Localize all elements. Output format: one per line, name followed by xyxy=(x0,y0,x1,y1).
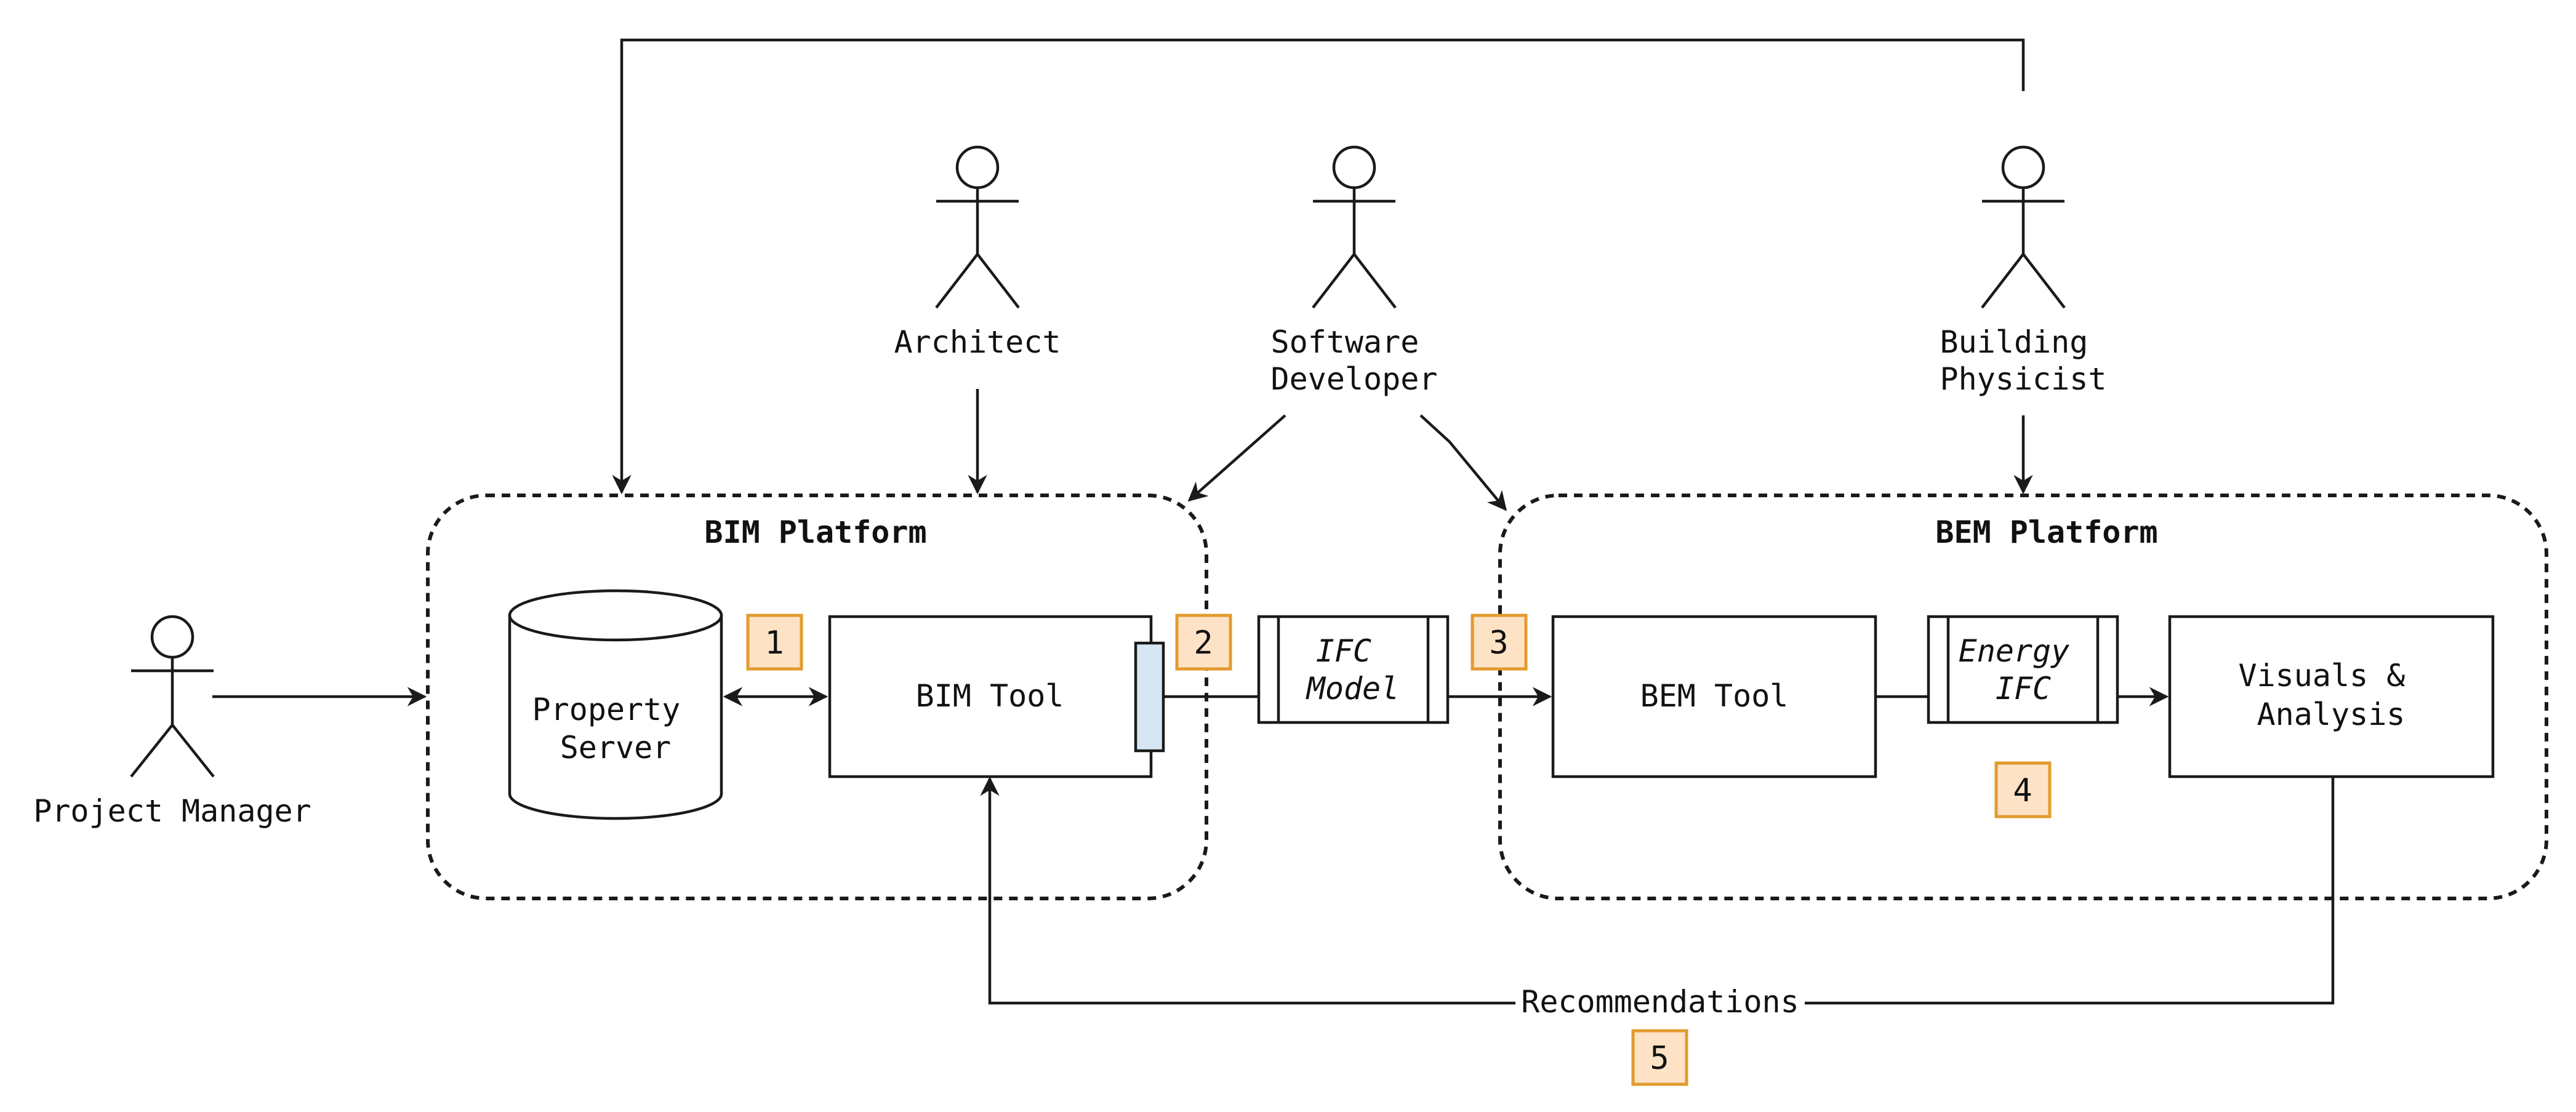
bem-tool-box: BEM Tool xyxy=(1551,615,1877,778)
bim-tool-label: BIM Tool xyxy=(916,678,1064,714)
project-manager-figure xyxy=(130,615,215,778)
property-server-database: Property Server xyxy=(508,589,723,820)
recommendations-label-bg xyxy=(1515,985,1805,1022)
bim-tool-box: BIM Tool xyxy=(828,615,1165,778)
architect-label: Architect xyxy=(894,324,1061,360)
bem-platform: BEM Platform xyxy=(1498,494,2548,900)
actor-building-physicist: Building Physicist xyxy=(1940,145,2107,397)
step-badge-3: 3 xyxy=(1471,614,1528,671)
energy-ifc-box: Energy IFC xyxy=(1927,615,2119,724)
software-developer-figure xyxy=(1312,145,1397,309)
developer-to-bem-edge xyxy=(1419,414,1507,511)
step-badge-1: 1 xyxy=(746,614,803,671)
building-physicist-label: Building Physicist xyxy=(1940,324,2107,397)
actor-architect: Architect xyxy=(894,145,1061,360)
ifc-model-label: IFC Model xyxy=(1306,633,1400,706)
developer-to-bim-edge xyxy=(1187,414,1286,502)
bim-tool-port xyxy=(1134,641,1165,753)
software-developer-label: Software Developer xyxy=(1271,324,1438,397)
physicist-to-bim-edge xyxy=(612,38,2025,495)
svg-text:2: 2 xyxy=(1194,625,1213,662)
step-badge-4: 4 xyxy=(1994,761,2052,818)
property-server-label: Property Server xyxy=(532,692,699,766)
recommendations-label: Recommendations xyxy=(1521,984,1799,1020)
visuals-analysis-label: Visuals & Analysis xyxy=(2238,658,2423,732)
building-physicist-figure xyxy=(1981,145,2066,309)
svg-text:3: 3 xyxy=(1489,625,1508,662)
svg-text:5: 5 xyxy=(1650,1040,1669,1077)
bem-platform-title: BEM Platform xyxy=(1935,514,2157,550)
architect-figure xyxy=(935,145,1020,309)
energy-ifc-label: Energy IFC xyxy=(1959,633,2088,706)
recommendations-edge xyxy=(980,776,2335,1005)
actor-software-developer: Software Developer xyxy=(1271,145,1438,397)
project-manager-label: Project Manager xyxy=(33,793,311,829)
bem-tool-label: BEM Tool xyxy=(1640,678,1789,714)
bim-platform-title: BIM Platform xyxy=(704,514,926,550)
actor-project-manager: Project Manager xyxy=(33,615,311,829)
svg-text:4: 4 xyxy=(2013,772,2032,809)
ifc-model-box: IFC Model xyxy=(1257,615,1450,724)
step-badge-2: 2 xyxy=(1175,614,1232,671)
visuals-analysis-box: Visuals & Analysis xyxy=(2168,615,2495,778)
step-badge-5: 5 xyxy=(1631,1029,1688,1086)
svg-text:1: 1 xyxy=(764,625,784,662)
